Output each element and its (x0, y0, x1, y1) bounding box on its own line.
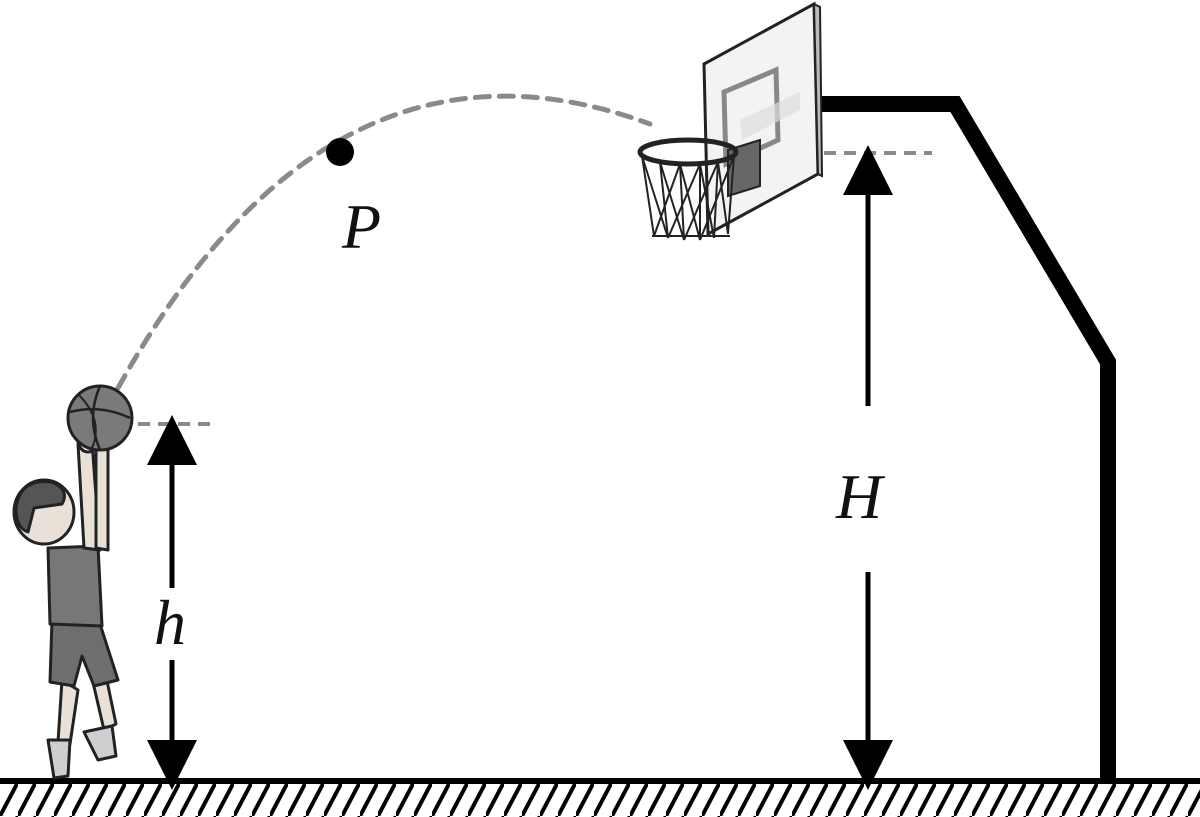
hoop-pole (818, 96, 1116, 781)
basketball-player-icon (12, 426, 120, 780)
basketball-hoop-icon (637, 1, 824, 241)
H-label: H (835, 461, 886, 532)
point-p-label: P (341, 191, 381, 262)
h-label: h (154, 587, 186, 658)
point-p-marker (326, 138, 354, 166)
backboard-inner-square (721, 66, 781, 168)
basketball-icon (66, 384, 134, 452)
net (641, 155, 735, 241)
ground (0, 778, 1200, 817)
rim (637, 137, 739, 167)
trajectory (115, 93, 653, 391)
